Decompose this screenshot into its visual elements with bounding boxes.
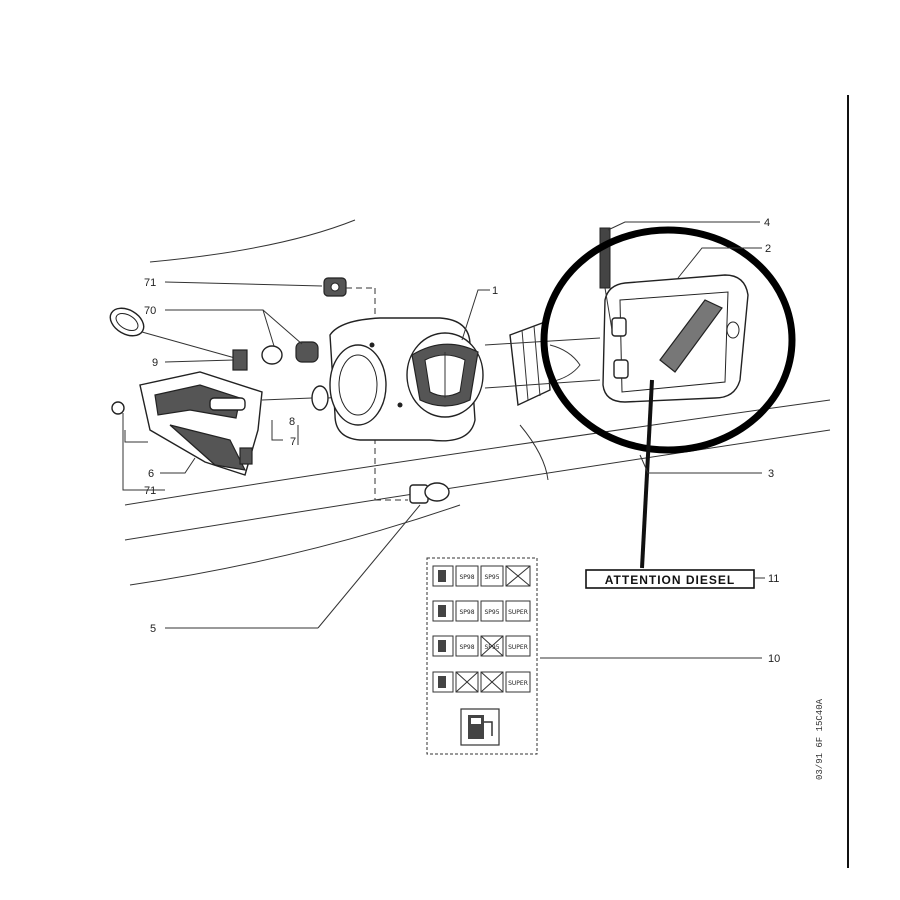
callout-71-top: 71 — [144, 277, 156, 289]
fuel-label-r4-c3: SUPER — [508, 680, 528, 687]
fuel-label-r2-c2: SP95 — [484, 609, 499, 616]
release-cable-ring — [109, 307, 248, 371]
warning-pointer-line — [640, 379, 654, 569]
callout-11: 11 — [768, 573, 779, 585]
warning-label-text: ATTENTION DIESEL — [605, 573, 735, 587]
bulb-part-5 — [409, 482, 450, 504]
leader-lines — [122, 221, 765, 659]
callout-7: 7 — [290, 436, 296, 448]
fuel-label-r2-c3: SUPER — [508, 609, 528, 616]
hinge-pin-part-4 — [599, 227, 613, 331]
callout-6: 6 — [148, 468, 154, 480]
fuel-label-r1-c2: SP95 — [484, 574, 499, 581]
callout-70: 70 — [144, 305, 156, 317]
fuel-label-r1-c1: SP98 — [459, 574, 474, 581]
reference-code: 03/91 6F 15C40A — [815, 698, 825, 780]
callout-10: 10 — [768, 653, 780, 665]
fuel-flap-part-2 — [602, 274, 749, 403]
callout-2: 2 — [765, 243, 771, 255]
screw-part-71 — [111, 401, 125, 415]
filler-cap-part-1 — [406, 332, 484, 418]
fuel-grade-label-part-10: SP98 SP95 SP98 SP95 SUPER SP98 SP95 SUPE… — [426, 557, 538, 755]
clip-part-70 — [261, 341, 319, 365]
callout-4: 4 — [764, 217, 770, 229]
callout-8: 8 — [289, 416, 295, 428]
nut-part-71-top — [323, 277, 347, 297]
callout-3: 3 — [768, 468, 774, 480]
highlight-circle — [540, 226, 796, 454]
callout-9: 9 — [152, 357, 158, 369]
warning-sticker-part-11: ATTENTION DIESEL — [585, 569, 755, 589]
hinge-bracket — [484, 321, 601, 407]
fuel-label-r2-c1: SP98 — [459, 609, 474, 616]
callout-5: 5 — [150, 623, 156, 635]
fuel-label-r3-c3: SUPER — [508, 644, 528, 651]
callout-1: 1 — [492, 285, 498, 297]
fuel-label-r3-c2: SP95 — [484, 644, 499, 651]
callout-71-bottom: 71 — [144, 485, 156, 497]
fuel-label-r3-c1: SP98 — [459, 644, 474, 651]
callout-numbers: 1 2 3 4 5 6 7 8 9 10 11 70 71 71 — [144, 217, 780, 665]
lock-actuator-part-6 — [139, 371, 353, 476]
